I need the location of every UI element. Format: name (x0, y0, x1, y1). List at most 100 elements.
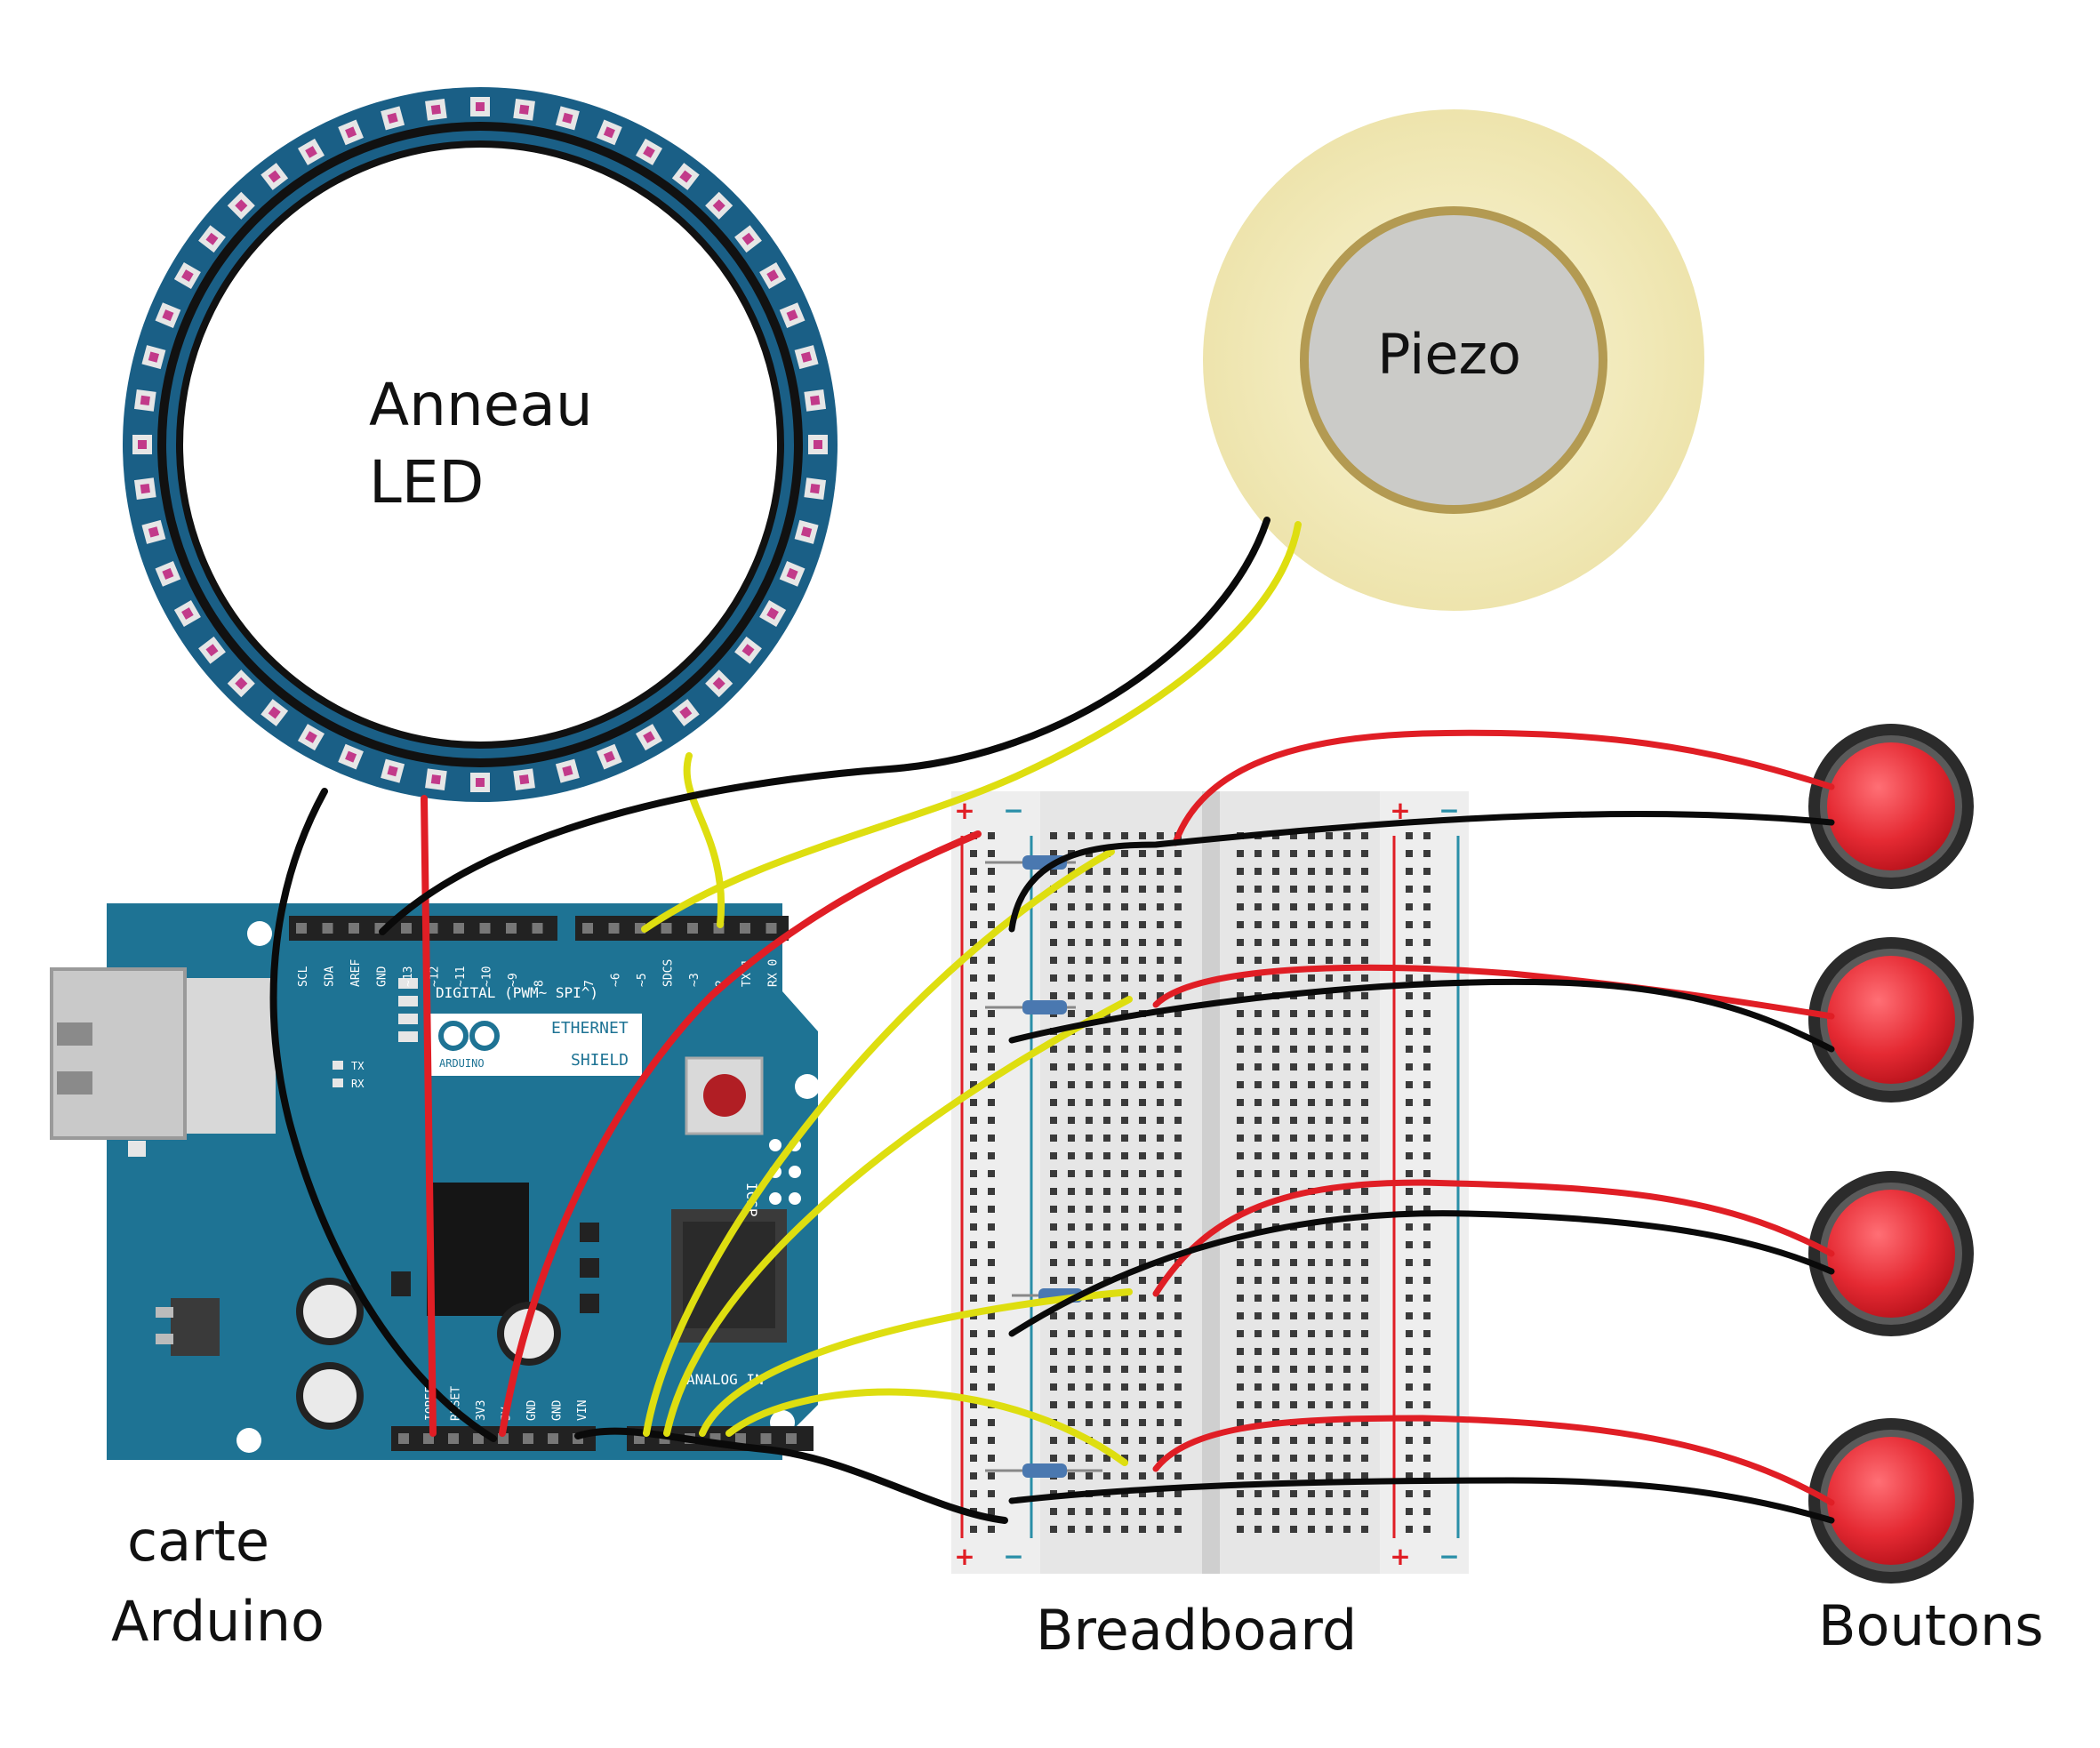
ring-led (155, 302, 181, 328)
ring-led (759, 599, 787, 628)
ring-led (635, 138, 663, 165)
pin-label: RX 0 (767, 959, 781, 987)
wire-red-5v-rail (499, 830, 982, 1437)
ring-led (804, 477, 827, 500)
shield-title-2: SHIELD (571, 1051, 629, 1070)
wire-red-button-2 (1152, 964, 1835, 1020)
ring-led (470, 97, 490, 116)
ring-led (597, 743, 622, 770)
ring-led (260, 699, 289, 726)
wire-black-ring-gnd (269, 788, 497, 1442)
ring-led (779, 561, 806, 587)
pin-label: GND (525, 1399, 539, 1421)
arduino-label-line1: carte (127, 1509, 269, 1574)
rail-minus-bottom-right: − (1439, 1542, 1459, 1571)
piezo-label: Piezo (1377, 322, 1521, 387)
ring-leds (132, 97, 828, 792)
pin-label: AREF (349, 959, 363, 987)
ring-led (297, 138, 325, 165)
pin-label: ~10 (481, 966, 494, 987)
pin-label: ~5 (636, 973, 649, 987)
arduino-logo-text: ARDUINO (439, 1057, 485, 1070)
ring-led (734, 636, 762, 664)
arduino-board-icon (50, 903, 820, 1460)
ring-led (133, 389, 156, 412)
analog-header: ANALOG IN (686, 1371, 764, 1388)
ring-led (734, 225, 762, 253)
ring-led (173, 599, 201, 628)
rx-label: RX (351, 1078, 365, 1090)
ring-led (555, 106, 580, 131)
pin-label: ~11 (454, 966, 468, 987)
breadboard-label: Breadboard (1036, 1598, 1357, 1663)
pin-label: ~9 (507, 973, 520, 987)
pin-label: VIN (576, 1400, 589, 1421)
wire-red-button-3 (1152, 1179, 1835, 1297)
ring-led (381, 758, 405, 783)
ring-led (597, 119, 622, 146)
ring-led (227, 191, 255, 220)
wire-yellow-a1 (663, 996, 1133, 1437)
wire-red-button-1 (1172, 729, 1835, 846)
wire-black-button-4 (1008, 1477, 1835, 1524)
pin-label: ~3 (688, 973, 701, 987)
rail-plus-bottom-right: + (1390, 1542, 1410, 1571)
digital-header: DIGITAL (PWM~ SPI^) (436, 984, 598, 1001)
ring-led (132, 435, 152, 454)
rail-minus-top-left: − (1003, 796, 1023, 825)
ring-led (141, 345, 166, 370)
pin-label: 8 (533, 980, 547, 987)
wire-yellow-piezo-pin5 (641, 521, 1302, 933)
ring-led (671, 699, 700, 726)
ring-led (297, 724, 325, 751)
ring-led (779, 302, 806, 328)
pin-label: SDA (324, 966, 337, 987)
ring-led (260, 163, 289, 190)
pin-label: GND (376, 966, 389, 987)
piezo-buzzer-icon (1203, 109, 1704, 611)
ring-led (425, 768, 447, 791)
wire-red-button-4 (1152, 1415, 1835, 1506)
ring-led (338, 743, 364, 770)
pin-label: ~13 (402, 966, 415, 987)
ring-led (635, 724, 663, 751)
buttons-label: Boutons (1818, 1593, 2044, 1658)
wire-yellow-ring-data (683, 752, 725, 928)
push-buttons (1808, 724, 1974, 1584)
rail-plus-top-left: + (954, 796, 974, 825)
ring-label-line2: LED (369, 448, 484, 517)
led-ring-icon (123, 87, 838, 802)
ring-led (513, 768, 535, 791)
shield-title-1: ETHERNET (551, 1019, 629, 1038)
ring-led (794, 345, 819, 370)
ring-led (338, 119, 364, 146)
wire-yellow-a3 (725, 1388, 1128, 1466)
pin-label: 3V3 (475, 1400, 488, 1421)
ring-led (671, 163, 700, 190)
wire-black-gnd-rail (574, 1427, 1008, 1524)
wire-black-button-2 (1008, 978, 1835, 1053)
wire-yellow-a2 (699, 1288, 1133, 1437)
wire-black-button-3 (1008, 1210, 1835, 1337)
pin-label: 7 (583, 980, 597, 987)
ring-led (155, 561, 181, 587)
ring-led (133, 477, 156, 500)
pin-label: ~12 (429, 966, 442, 987)
ring-led (804, 389, 827, 412)
pin-label: SDCS (662, 959, 676, 987)
ring-led (381, 106, 405, 131)
wire-black-piezo-gnd (379, 517, 1270, 935)
rail-minus-bottom-left: − (1003, 1542, 1023, 1571)
arduino-label-line2: Arduino (111, 1589, 325, 1654)
ring-led (198, 225, 226, 253)
push-button-icon (1808, 1418, 1974, 1584)
ring-label-line1: Anneau (369, 371, 593, 439)
ring-led (555, 758, 580, 783)
rail-plus-top-right: + (1390, 796, 1410, 825)
tx-label: TX (351, 1060, 365, 1072)
push-button-icon (1808, 724, 1974, 889)
ring-led (759, 261, 787, 290)
